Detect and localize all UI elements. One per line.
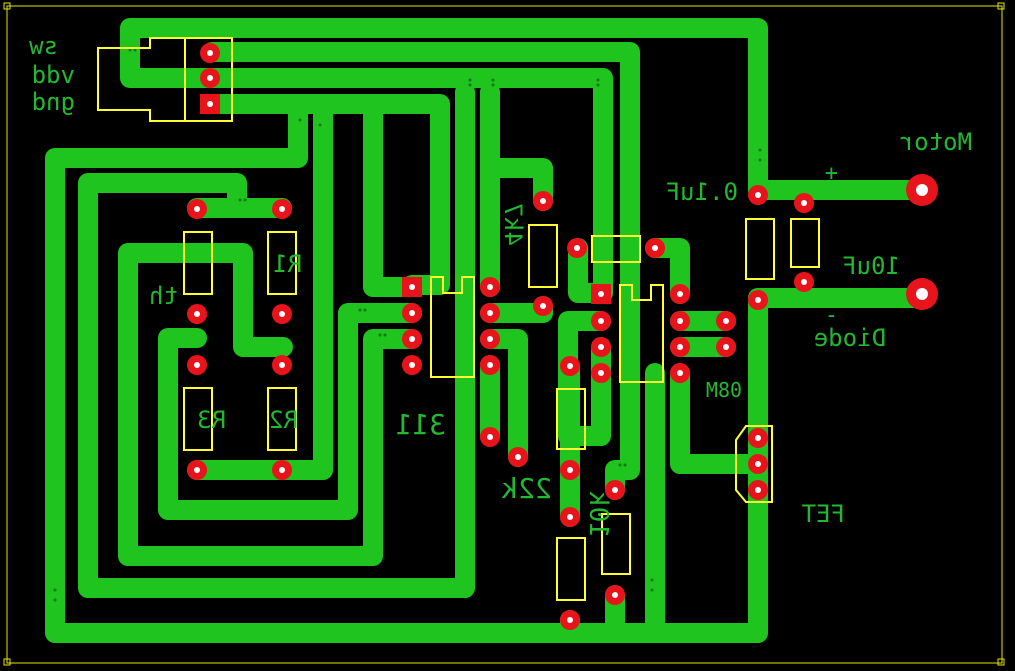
board-outline [6,5,1003,664]
r4k7-outline [528,224,558,288]
label-ic-08m: 08M [706,378,742,402]
trace-fet-gate [670,363,768,474]
r10k-outline [556,537,586,601]
diode-outline [591,235,641,263]
r3-outline [183,387,213,451]
th-outline [183,231,213,295]
trace-sw [202,42,640,500]
label-gnd: gnd [32,88,75,116]
r10k2-outline [601,513,631,575]
r1-outline [267,231,297,295]
trace-dot-pattern [53,48,762,602]
outline-corner-marker [997,2,1005,10]
label-diode: Diode [814,324,886,352]
cap01-outline [745,218,775,280]
trace-loop-c [158,303,422,520]
header-outline [97,37,233,122]
label-r1: R1 [273,250,302,278]
label-cap-01uf: 0.1uF [666,178,738,206]
silkscreen [97,37,820,601]
label-minus: - [825,303,838,328]
pads [187,43,938,630]
label-r22k: 22k [501,472,552,505]
outline-corner-marker [997,658,1005,666]
ic311-outline [430,276,475,378]
trace-4k7-top [480,103,553,211]
label-r2: R2 [269,406,298,434]
label-th: th [149,282,178,310]
outline-corner-marker [3,2,11,10]
label-motor: Motor [900,128,972,156]
ic08m-outline [619,284,664,383]
label-r4k7: 4k7 [499,203,527,246]
label-cap-10uf: 10uF [842,252,900,280]
trace-ic311-top [363,103,422,297]
label-fet: FET [802,500,845,528]
label-ic-311: 311 [395,408,446,441]
label-r10k: 10k [583,491,613,538]
r2-outline [267,387,297,451]
label-plus: + [825,161,838,186]
label-vdd: vdd [32,61,75,89]
trace-loop-d [118,243,422,566]
cap10-outline [790,218,820,268]
outline-corner-marker [3,658,11,666]
labels: sw vdd gnd Motor + 0.1uF 10uF - Diode 4k… [29,32,972,538]
label-r3: R3 [197,406,226,434]
r22k-outline [556,388,586,450]
label-sw: sw [29,32,58,60]
fet-outline [735,425,773,503]
